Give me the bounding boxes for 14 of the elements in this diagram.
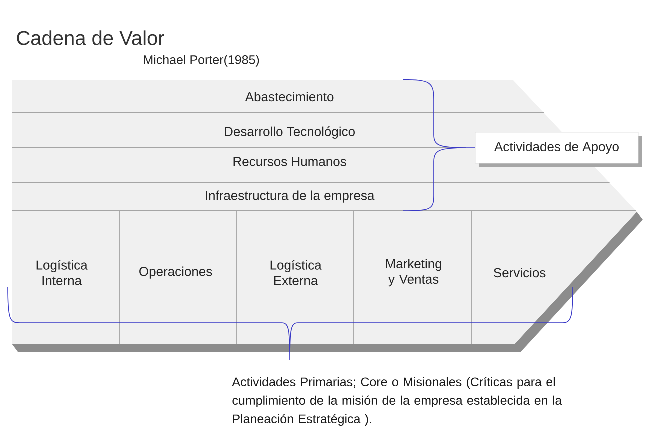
support-activity: Recursos Humanos bbox=[234, 157, 346, 166]
chevron-shape bbox=[12, 80, 643, 352]
support-activity: Abastecimiento bbox=[245, 92, 334, 102]
support-activity: Infraestructura de la empresa bbox=[206, 190, 375, 203]
primary-activity: Operaciones bbox=[140, 266, 212, 279]
author-label: Michael Porter(1985) bbox=[144, 55, 260, 67]
primary-activity: Logística Externa bbox=[270, 260, 322, 286]
title: Cadena de Valor bbox=[17, 30, 164, 46]
support-activity: Desarrollo Tecnológico bbox=[225, 126, 355, 139]
brace bbox=[402, 79, 476, 212]
note-text: Actividades Primarias; Core o Misionales (Críticas para el cumplimiento de la misión de la empresa establecida en la Planeación Estratégica ). bbox=[232, 377, 562, 426]
primary-activity: Servicios bbox=[494, 268, 546, 278]
primary-activity: Marketing y Ventas bbox=[386, 259, 442, 287]
primary-activity: Logística Interna bbox=[36, 260, 88, 286]
